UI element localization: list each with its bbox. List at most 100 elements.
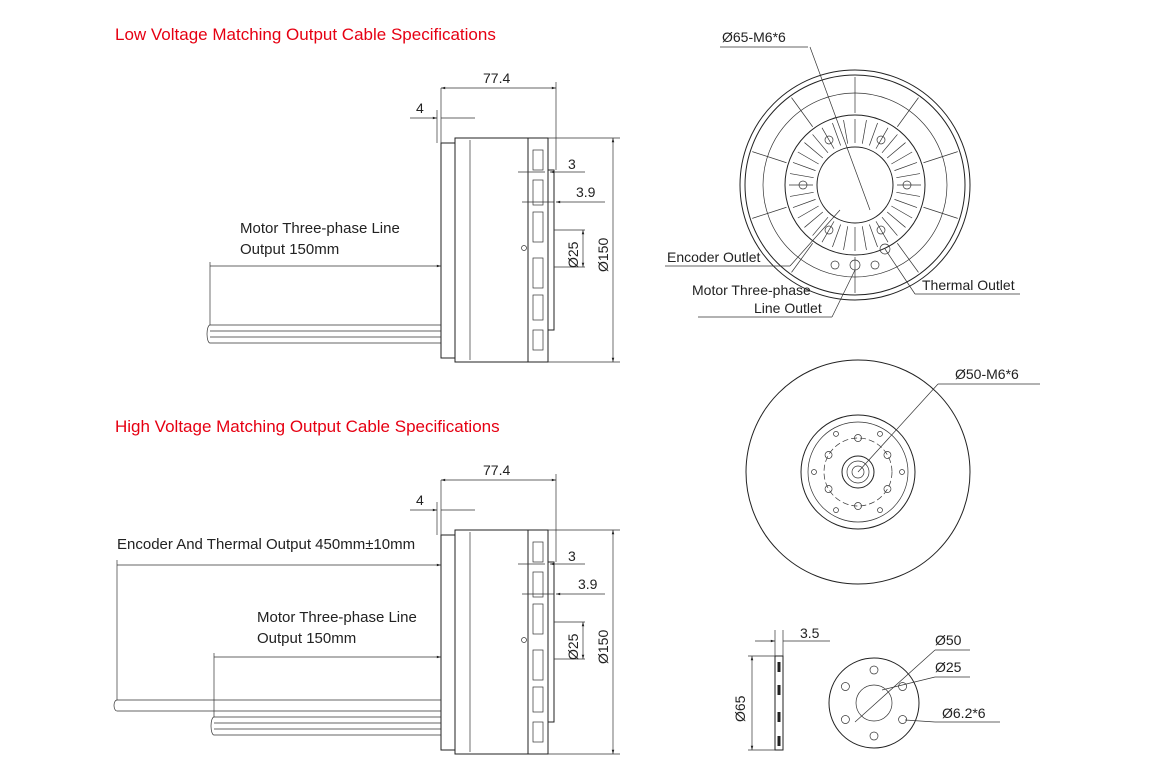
flange-hole	[841, 715, 850, 724]
low-voltage-side-view: 77.4 4 3 3.9 Ø25 Ø150 Motor Three-phase …	[206, 70, 620, 363]
motor-line-label-2: Output 150mm	[257, 630, 356, 647]
fin	[789, 191, 814, 197]
dim-diameter: Ø150	[595, 630, 611, 664]
spoke	[897, 243, 919, 273]
fin	[886, 142, 906, 159]
fin	[896, 191, 921, 197]
fin	[832, 122, 841, 146]
dim-shaft: Ø25	[565, 633, 581, 660]
flange-hole	[841, 682, 850, 691]
dim-diameter: Ø150	[595, 238, 611, 272]
mount-hole	[833, 431, 839, 437]
mount-hole	[883, 451, 892, 459]
mount-hole	[854, 434, 862, 442]
rear-holes-label: Ø65-M6*6	[722, 29, 786, 45]
dim-length: 77.4	[483, 462, 510, 478]
low-voltage-title: Low Voltage Matching Output Cable Specif…	[115, 25, 496, 44]
fin	[792, 162, 816, 171]
fin	[843, 119, 849, 144]
mount-hole	[877, 507, 883, 513]
flange-hole	[869, 665, 879, 675]
fin	[797, 151, 819, 165]
dim-3: 3	[568, 156, 576, 172]
mount-hole	[883, 485, 892, 493]
spoke	[752, 206, 787, 219]
fin	[881, 134, 898, 154]
fin	[804, 211, 824, 228]
mount-hole	[824, 485, 833, 493]
mount-hole	[824, 135, 834, 145]
fin	[792, 199, 816, 208]
flange-diameter: Ø65	[732, 695, 748, 722]
mount-hole	[811, 469, 817, 475]
fin	[804, 142, 824, 159]
encoder-line-label: Encoder And Thermal Output 450mm±10mm	[117, 536, 415, 553]
fin	[894, 199, 918, 208]
dim-flange: 4	[416, 492, 424, 508]
motor-outlet-label-2: Line Outlet	[754, 300, 822, 316]
front-holes-label: Ø50-M6*6	[955, 366, 1019, 382]
spoke	[791, 243, 813, 273]
mount-hole	[877, 431, 883, 437]
fin	[881, 216, 898, 236]
mount-hole	[824, 451, 833, 459]
fin	[821, 127, 835, 149]
fin	[875, 221, 889, 243]
rear-view: Ø65-M6*6 Encoder Outlet Motor Three-phas…	[665, 29, 1020, 318]
spoke	[923, 151, 958, 164]
spoke	[791, 97, 813, 127]
motor-outlet-label-1: Motor Three-phase	[692, 282, 811, 298]
fin	[896, 173, 921, 179]
flange-hole	[869, 731, 879, 741]
front-view: Ø50-M6*6	[745, 359, 1040, 585]
flange-holes-label: Ø6.2*6	[942, 705, 986, 721]
fin	[861, 119, 867, 144]
fin	[891, 205, 913, 219]
fin	[861, 226, 867, 251]
fin	[894, 162, 918, 171]
dim-3-9: 3.9	[578, 576, 598, 592]
fin	[875, 127, 889, 149]
dim-3-9: 3.9	[576, 184, 596, 200]
flange-hole	[898, 682, 907, 691]
motor-line-label-1: Motor Three-phase Line	[240, 220, 400, 237]
mount-hole	[824, 225, 834, 235]
dim-shaft: Ø25	[565, 241, 581, 268]
fin	[812, 216, 829, 236]
spoke	[752, 151, 787, 164]
fin	[821, 221, 835, 243]
thermal-outlet-label: Thermal Outlet	[922, 277, 1015, 293]
spoke	[897, 97, 919, 127]
motor-line-label-1: Motor Three-phase Line	[257, 609, 417, 626]
dim-length: 77.4	[483, 70, 510, 86]
mount-hole	[876, 135, 886, 145]
flange-detail: 3.5 Ø65 Ø50 Ø25 Ø6.2*6	[732, 625, 1000, 751]
fin	[869, 122, 878, 146]
mount-hole	[833, 507, 839, 513]
dim-3: 3	[568, 548, 576, 564]
flange-outer-label: Ø50	[935, 632, 962, 648]
spoke	[923, 206, 958, 219]
fin	[843, 226, 849, 251]
mount-hole	[899, 469, 905, 475]
dim-flange: 4	[416, 100, 424, 116]
fin	[789, 173, 814, 179]
high-voltage-side-view: 77.4 4 3 3.9 Ø25 Ø150 Encoder And Therma…	[113, 462, 620, 755]
mount-hole	[798, 180, 808, 190]
high-voltage-title: High Voltage Matching Output Cable Speci…	[115, 417, 500, 436]
flange-inner-label: Ø25	[935, 659, 962, 675]
fin	[812, 134, 829, 154]
flange-thickness: 3.5	[800, 625, 820, 641]
encoder-outlet-label: Encoder Outlet	[667, 249, 760, 265]
fin	[869, 224, 878, 248]
fin	[886, 211, 906, 228]
fin	[891, 151, 913, 165]
fin	[832, 224, 841, 248]
fin	[797, 205, 819, 219]
flange-hole	[898, 715, 907, 724]
mount-hole	[876, 225, 886, 235]
mount-hole	[902, 180, 912, 190]
motor-line-label-2: Output 150mm	[240, 241, 339, 258]
mount-hole	[854, 502, 862, 510]
